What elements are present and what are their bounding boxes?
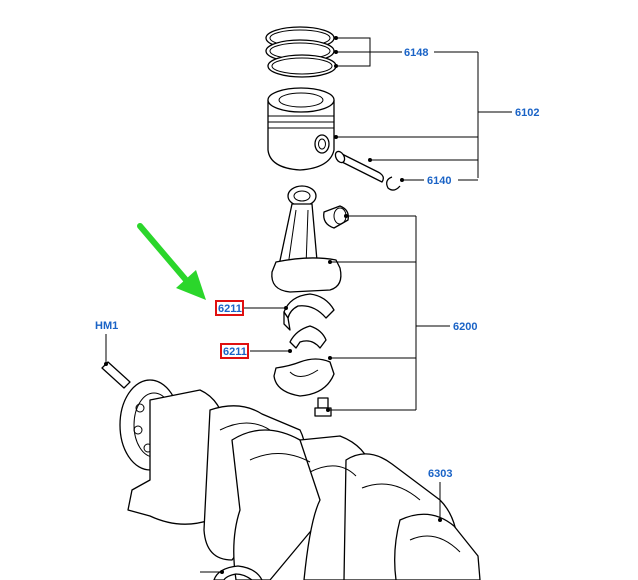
callout-6200[interactable]: 6200 xyxy=(453,321,477,333)
callout-6102[interactable]: 6102 xyxy=(515,107,539,119)
callout-6211-lower[interactable]: 6211 xyxy=(223,346,247,358)
callout-6303[interactable]: 6303 xyxy=(428,468,452,480)
green-arrow-icon xyxy=(137,223,206,300)
connecting-rod[interactable] xyxy=(271,185,342,293)
callout-hm1[interactable]: HM1 xyxy=(95,320,118,332)
leader-lines xyxy=(104,36,512,574)
highlight-box-lower xyxy=(220,343,249,359)
rod-cap[interactable] xyxy=(273,358,335,397)
main-bearing-shell[interactable] xyxy=(213,565,263,580)
piston-pin[interactable] xyxy=(334,150,384,183)
snap-ring[interactable] xyxy=(386,176,401,191)
crankshaft[interactable] xyxy=(119,379,481,580)
lower-bearing-shell[interactable] xyxy=(289,325,327,349)
highlight-box-upper xyxy=(215,300,244,316)
rod-bolt[interactable] xyxy=(314,397,332,417)
callout-6211-upper[interactable]: 6211 xyxy=(218,303,242,315)
piston[interactable] xyxy=(267,87,335,171)
upper-bearing-shell[interactable] xyxy=(283,293,335,331)
callout-6140[interactable]: 6140 xyxy=(427,175,451,187)
small-end-bushing[interactable] xyxy=(323,205,349,229)
callout-6148[interactable]: 6148 xyxy=(404,47,428,59)
piston-rings[interactable] xyxy=(265,26,337,78)
